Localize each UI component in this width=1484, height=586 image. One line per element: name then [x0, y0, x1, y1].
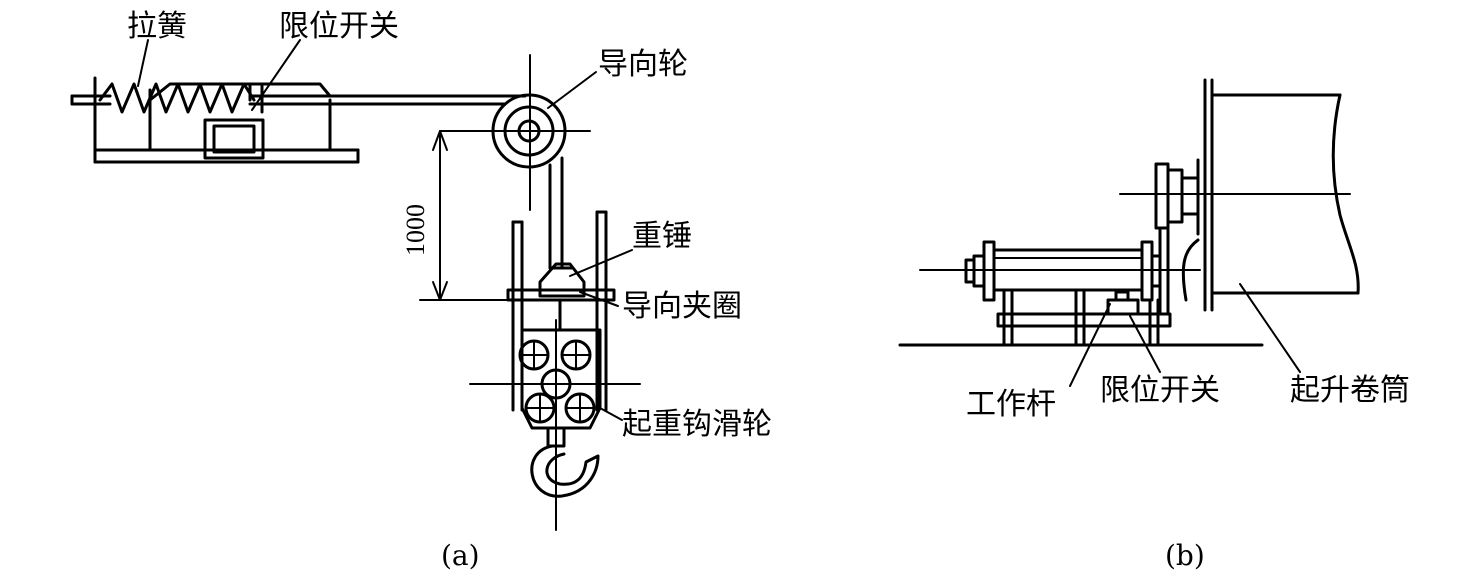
label-spring: 拉簧 [127, 9, 187, 44]
hook [530, 426, 600, 498]
caption-b: (b) [1165, 539, 1205, 572]
spring-coil [98, 82, 256, 114]
bracket [996, 228, 1172, 347]
label-hoist-drum: 起升卷筒 [1290, 373, 1410, 408]
label-hook-pulley: 起重钩滑轮 [622, 407, 772, 442]
weight [538, 262, 586, 298]
label-guide-wheel: 导向轮 [598, 47, 688, 82]
hoist-drum [1119, 78, 1360, 312]
figure-a-drawing [70, 39, 641, 531]
label-limit-switch-b: 限位开关 [1100, 373, 1220, 408]
leader-lines-b [1069, 283, 1301, 387]
label-weight: 重锤 [632, 219, 692, 254]
work-rod-assembly [919, 240, 1201, 302]
housing [148, 82, 332, 160]
limit-switch-b [1106, 290, 1140, 316]
spring-box-frame [70, 76, 360, 164]
label-guide-clamp: 导向夹圈 [622, 289, 742, 324]
hook-block [469, 319, 641, 531]
label-dimension-1000: 1000 [401, 204, 430, 256]
leader-lines-a [137, 39, 633, 421]
label-work-rod: 工作杆 [966, 387, 1056, 422]
label-limit-switch-a: 限位开关 [279, 9, 399, 44]
guide-pulley [439, 54, 591, 211]
figure-b-drawing [898, 78, 1360, 387]
caption-a: (a) [441, 539, 480, 572]
